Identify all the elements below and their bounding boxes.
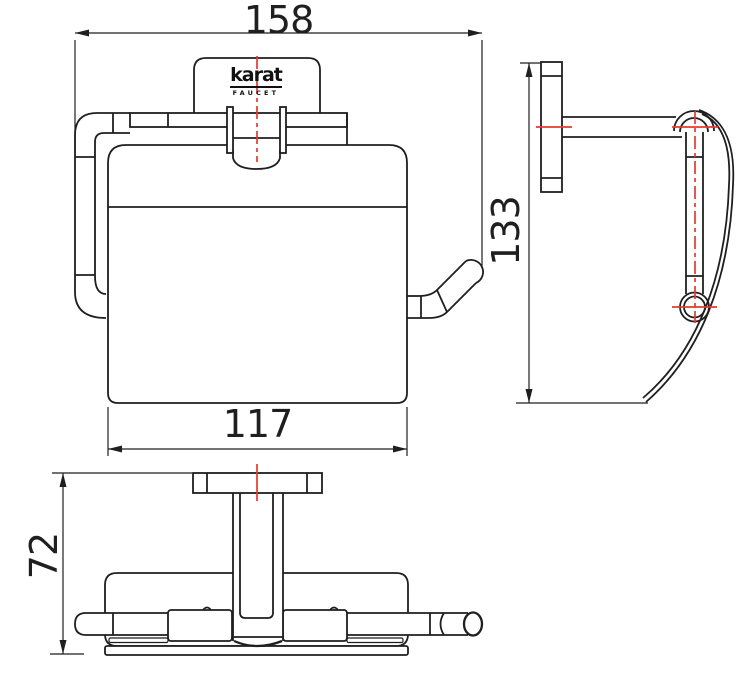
dimension-133-lines — [516, 62, 648, 404]
side-arm — [562, 116, 682, 138]
plan-mount-blocks — [167, 606, 348, 642]
front-cover-body — [107, 144, 408, 404]
front-view — [74, 29, 484, 456]
dimension-label-overall-depth: 72 — [22, 532, 66, 580]
side-roller — [673, 110, 715, 323]
brand-name: karat — [230, 64, 283, 88]
dimension-158-lines — [74, 29, 483, 268]
side-view — [516, 61, 735, 404]
dimension-label-overall-height: 133 — [484, 196, 528, 266]
side-centerlines — [536, 111, 718, 323]
dimension-72-lines — [50, 472, 192, 655]
side-cover-curve — [642, 109, 735, 403]
plan-stem — [232, 493, 284, 648]
dimension-label-body-width: 117 — [222, 402, 294, 446]
dimension-label-overall-width: 158 — [243, 0, 315, 42]
front-spindle — [407, 259, 484, 319]
front-roll-bar — [74, 112, 130, 319]
plan-view — [50, 464, 484, 656]
brand-subtitle: FAUCET — [232, 88, 280, 97]
dimension-117-lines — [107, 407, 408, 456]
brand-logo: karat FAUCET — [204, 66, 308, 96]
